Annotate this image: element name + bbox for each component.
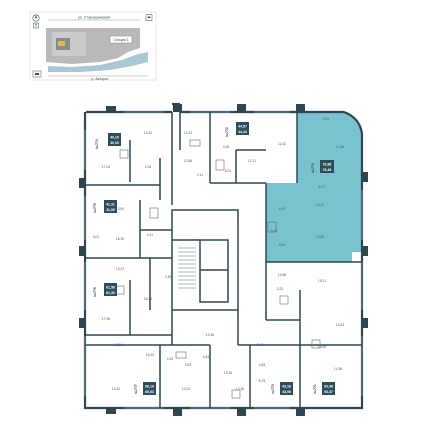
apartment-area-total: 40,19 xyxy=(110,136,119,140)
room-area: 10,63 xyxy=(336,323,344,327)
apartment-number: №776 xyxy=(93,287,97,297)
room-area: 14,32 xyxy=(112,387,120,391)
compass-icon xyxy=(32,14,40,22)
room-area: 13,36 xyxy=(206,333,214,337)
apartment-area-total: 66,19 xyxy=(145,385,154,389)
apartment-badge-771[interactable]: №771 93,48 93,37 xyxy=(313,382,335,395)
apartment-badge-774[interactable]: №774 40,19 40,03 xyxy=(95,133,121,149)
apartment-number: №777 xyxy=(134,384,138,394)
room-area: 2,23 xyxy=(277,287,284,291)
room-area: 10,13 xyxy=(184,131,192,135)
apartment-number: №774 xyxy=(95,139,99,149)
room-area: 13,36 xyxy=(224,371,232,375)
pedestrian-icon xyxy=(33,22,39,29)
room-area: 3,43 xyxy=(257,343,264,347)
apartment-area-living: 41,05 xyxy=(106,208,115,212)
room-area: 13,50 xyxy=(116,207,124,211)
room-area: 16,36 xyxy=(144,297,152,301)
apartment-badge-777[interactable]: №777 66,19 65,53 xyxy=(134,382,156,395)
room-area: 6,76 xyxy=(259,379,266,383)
apartment-number: №772 xyxy=(225,127,229,137)
room-area: 5,02 xyxy=(225,169,232,173)
room-area: 15,32 xyxy=(146,353,154,357)
section-label: Секция 1 xyxy=(113,38,128,42)
apartment-770-highlight[interactable] xyxy=(266,112,362,262)
apartment-area-living: 40,03 xyxy=(110,141,119,145)
room-area: 4,41 xyxy=(147,233,154,237)
apartment-area-total: 76,86 xyxy=(323,163,332,167)
room-area: 12,40 xyxy=(144,131,152,135)
apartment-number: №773 xyxy=(271,384,275,394)
room-area: 2,35 xyxy=(165,275,172,279)
room-area: 5,64 xyxy=(279,243,286,247)
apartment-number: №771 xyxy=(313,384,317,394)
room-area: 18,35 xyxy=(116,237,124,241)
room-area: 6,34 xyxy=(203,355,210,359)
room-area: 3,53 xyxy=(185,363,192,367)
room-area: 14,36 xyxy=(334,367,342,371)
room-area: 14,88 xyxy=(278,273,286,277)
apartment-area-total: 43,16 xyxy=(282,385,291,389)
room-area: 15,21 xyxy=(318,279,326,283)
room-area: 3,26 xyxy=(223,145,230,149)
apartment-badge-772[interactable]: №772 44,57 44,44 xyxy=(225,122,249,137)
columns xyxy=(79,104,368,416)
apartment-area-total: 41,31 xyxy=(106,203,115,207)
room-area: 4,69 xyxy=(259,363,266,367)
apartment-area-total: 93,48 xyxy=(324,385,333,389)
room-area: 6,49 xyxy=(279,207,286,211)
river xyxy=(48,52,148,72)
apartment-badge-775[interactable]: №775 41,31 41,05 xyxy=(93,200,117,213)
room-area: 12,21 xyxy=(248,159,256,163)
apartment-area-living: 43,06 xyxy=(282,390,291,394)
room-area: 17,66 xyxy=(336,145,344,149)
room-area: 11,52 xyxy=(278,142,286,146)
room-area: 12,01 xyxy=(182,387,190,391)
apartment-badge-773[interactable]: №773 43,16 43,06 xyxy=(271,382,293,395)
parking-icon xyxy=(32,70,42,78)
apartment-area-living: 65,53 xyxy=(145,390,154,394)
room-area: 3,24 xyxy=(271,229,278,233)
room-area: 2,18 xyxy=(145,165,152,169)
apartment-number: №775 xyxy=(93,203,97,213)
apartment-area-living: 93,37 xyxy=(324,390,333,394)
fixtures xyxy=(115,139,321,399)
street-bottom-label: р. Акторот xyxy=(91,77,109,81)
apartment-area-total: 61,56 xyxy=(106,286,115,290)
room-area: 13,88 xyxy=(184,159,192,163)
room-area: 13,26 xyxy=(236,387,244,391)
apartment-area-total: 44,57 xyxy=(238,125,247,129)
room-area: 6,77 xyxy=(319,185,326,189)
apartment-number: №770 xyxy=(311,163,315,173)
stair-flight xyxy=(178,247,196,289)
interior-walls xyxy=(85,112,362,408)
room-area: 4,01 xyxy=(93,235,100,239)
room-area: 17,04 xyxy=(102,165,110,169)
room-area: 13,91 xyxy=(114,343,122,347)
room-area: 17,96 xyxy=(102,317,110,321)
apartment-area-living: 76,48 xyxy=(323,168,332,172)
school-icon xyxy=(145,14,153,21)
apartment-badge-776[interactable]: №776 61,56 61,30 xyxy=(93,283,117,297)
room-area: 14,11 xyxy=(316,203,324,207)
room-area: 2,11 xyxy=(197,173,203,177)
apartment-badges: №774 40,19 40,03 №772 44,57 44,44 №775 4… xyxy=(93,122,335,395)
room-area: 13,28 xyxy=(318,345,326,349)
street-top-label: ул. Старокрымская xyxy=(78,16,110,20)
room-area: 3,29 xyxy=(323,117,330,121)
room-area: 4,26 xyxy=(167,357,174,361)
apartment-area-living: 61,30 xyxy=(106,291,115,295)
apartment-badge-770[interactable]: №770 76,86 76,48 xyxy=(311,160,334,173)
site-map: ул. Старокрымская Секция 1 р. Акторот xyxy=(29,11,157,81)
room-area-labels: 12,40 10,13 17,04 2,18 13,88 2,11 3,26 1… xyxy=(93,117,344,391)
room-area: 12,85 xyxy=(316,235,324,239)
room-area: 13,21 xyxy=(116,267,124,271)
section-badge[interactable] xyxy=(109,35,133,44)
apartment-area-living: 44,44 xyxy=(238,130,247,134)
